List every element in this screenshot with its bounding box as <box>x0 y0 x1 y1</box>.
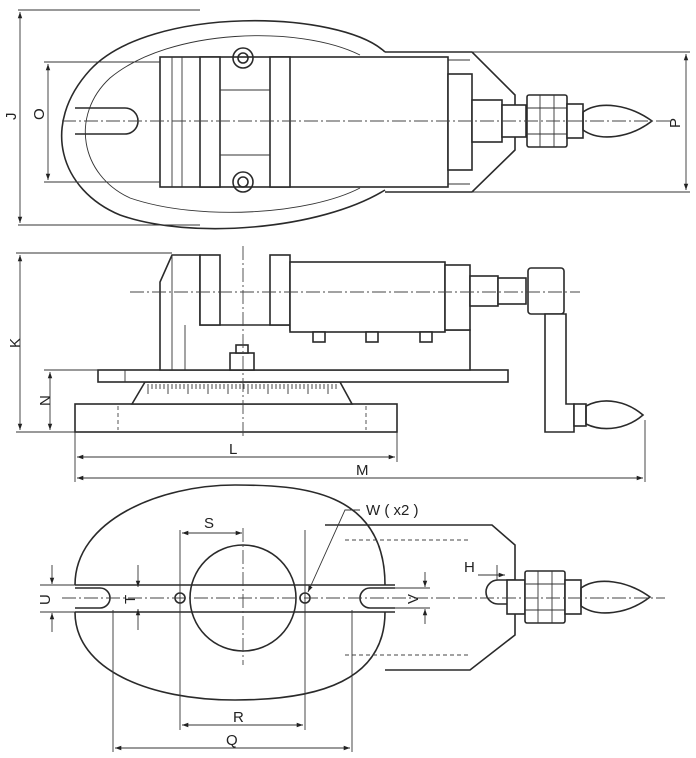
dim-label-o: O <box>31 108 48 120</box>
side-view-swivel-plate <box>97 369 509 383</box>
dim-label-v: V <box>405 594 422 604</box>
dim-label-l: L <box>229 441 237 458</box>
top-view-bolt-bottom <box>232 171 254 193</box>
side-view-crank-arm <box>527 267 565 315</box>
dim-label-t: T <box>122 595 139 604</box>
top-view-moving-jaw <box>269 56 291 188</box>
side-view-bottom-base <box>74 403 398 433</box>
dim-label-j: J <box>3 113 20 121</box>
side-view-vise-body <box>159 254 471 371</box>
dim-label-u: U <box>37 594 54 605</box>
bottom-view <box>40 484 665 752</box>
side-view-moving-jaw <box>269 254 291 326</box>
top-view <box>17 9 690 230</box>
dim-label-m: M <box>356 462 369 479</box>
dim-label-w: W ( x2 ) <box>366 502 419 519</box>
bottom-view-handle-nut <box>524 570 566 624</box>
dim-label-s: S <box>204 515 214 532</box>
top-view-fixed-jaw <box>199 56 221 188</box>
side-view-graduated-ring <box>130 381 354 405</box>
dim-label-h: H <box>464 559 475 576</box>
dim-label-q: Q <box>226 732 238 749</box>
dim-label-k: K <box>7 338 24 348</box>
side-view <box>16 246 646 482</box>
top-view-bolt-top <box>232 47 254 69</box>
side-view-scale-ticks <box>147 384 337 394</box>
dim-label-r: R <box>233 709 244 726</box>
bottom-view-handle-knob <box>580 580 652 614</box>
dim-label-p: P <box>667 118 684 128</box>
dim-label-n: N <box>37 395 54 406</box>
bottom-view-base-outline <box>74 484 386 701</box>
side-view-crank-knob <box>585 400 645 430</box>
bottom-view-plate <box>325 524 516 671</box>
side-view-fixed-jaw <box>199 254 221 326</box>
top-view-base-outline <box>60 19 386 230</box>
side-view-center-bolt <box>229 352 255 371</box>
